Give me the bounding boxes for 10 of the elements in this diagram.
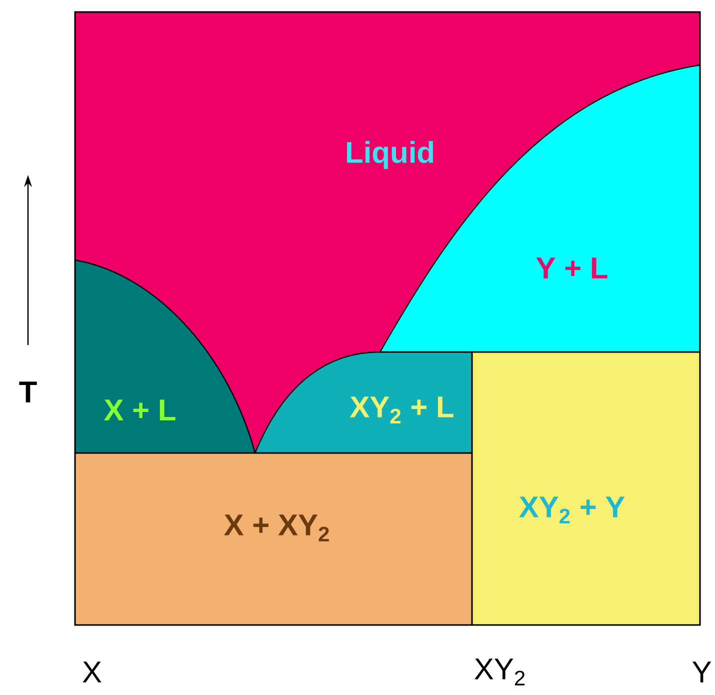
phase-label: X + L [104, 400, 176, 420]
phase-label: X + XY$_{2}$ [224, 514, 329, 542]
axis-label: XY$_{2}$ [474, 658, 525, 686]
axis-label: T [19, 382, 37, 402]
axis-label: X [82, 662, 102, 682]
phase-label: XY$_{2}$ + L [350, 396, 454, 424]
phase-label: Liquid [347, 141, 434, 169]
phase-label: Y + L [536, 258, 608, 278]
phase-label: XY$_{2}$ + Y [519, 496, 625, 524]
axis-label: Y [692, 662, 712, 682]
